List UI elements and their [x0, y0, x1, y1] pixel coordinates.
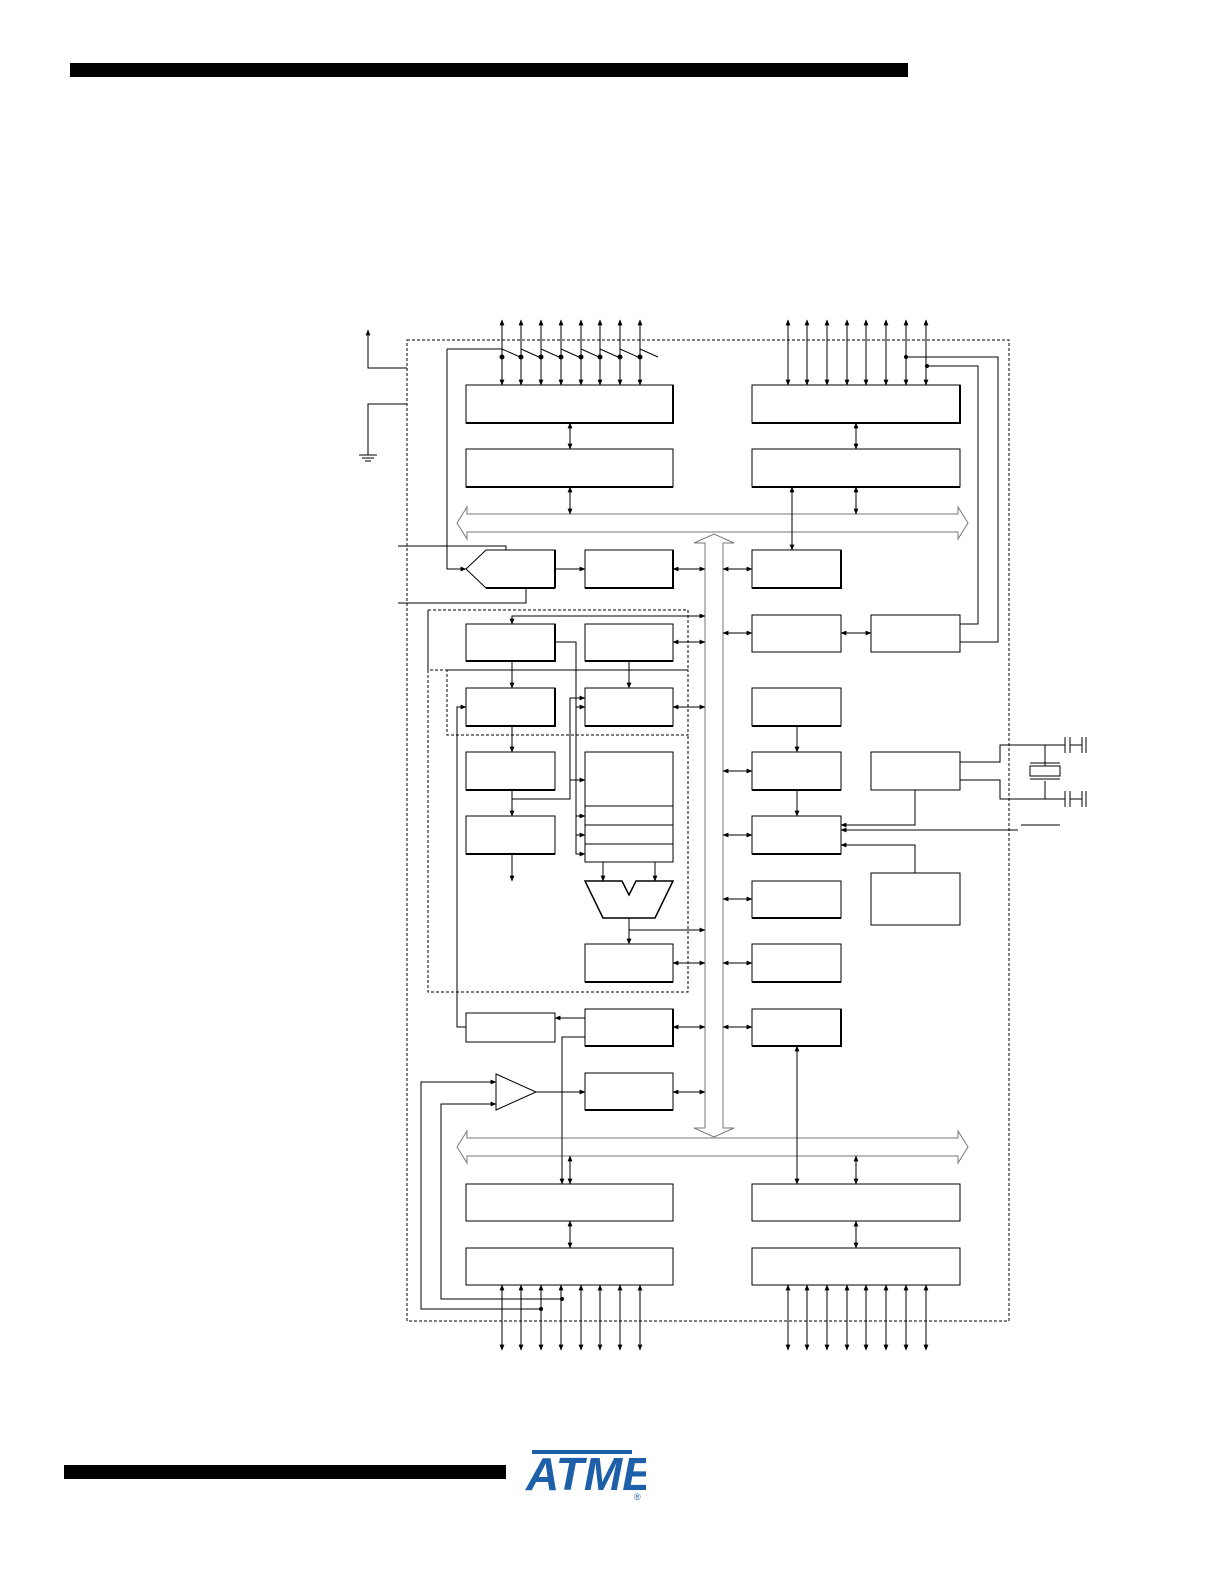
atmel-logo: ATMEL ®	[525, 1448, 646, 1502]
pin-b-switch-2	[540, 348, 560, 358]
data-buses	[456, 505, 969, 1165]
port-b-pins	[447, 319, 659, 386]
port-d-drivers-block	[751, 384, 961, 424]
pin-b-switch-1	[520, 348, 540, 358]
usart-block	[751, 549, 842, 589]
connections	[398, 349, 1087, 1310]
watchdog-oscillator-block	[751, 687, 842, 727]
register-file-block	[584, 751, 674, 863]
timer-block	[584, 549, 674, 589]
interrupt-unit-block	[751, 943, 842, 983]
port-c-pins	[785, 1284, 929, 1351]
instruction-register-block	[465, 751, 556, 791]
reset-circuit-block	[870, 872, 961, 926]
port-a-register-block	[465, 1183, 674, 1222]
program-flash-block	[465, 687, 556, 727]
timer-counter-block	[751, 880, 842, 919]
control-lines-block	[465, 1012, 556, 1043]
sram-block	[584, 687, 674, 727]
pin-b-switch-0	[501, 348, 521, 358]
pin-b-switch-7	[639, 348, 659, 358]
adc-mux-block	[465, 549, 556, 589]
analog-comparator-block	[495, 1073, 538, 1111]
adc-block	[751, 1008, 842, 1047]
port-c-drivers-block	[751, 1247, 961, 1286]
port-b-drivers-block	[465, 384, 674, 424]
vertical-data-bus	[693, 533, 735, 1138]
pin-b-switch-6	[619, 348, 639, 358]
lower-data-bus	[456, 1129, 969, 1165]
pin-b-node-7	[637, 354, 643, 360]
port-b-register-block	[465, 448, 674, 488]
pin-b-node-4	[578, 354, 584, 360]
eeprom-block	[584, 1008, 674, 1047]
bottom-rule	[64, 1465, 506, 1479]
port-a-drivers-block	[465, 1247, 674, 1286]
pin-b-switch-3	[560, 348, 580, 358]
pin-b-node-5	[597, 354, 603, 360]
pin-b-node-0	[499, 354, 505, 360]
comparator-block	[584, 1072, 674, 1111]
pin-b-node-6	[617, 354, 623, 360]
program-counter-block	[465, 623, 556, 662]
spi-block	[751, 614, 842, 653]
stack-pointer-block	[584, 623, 674, 662]
external-block	[870, 614, 961, 653]
top-rule	[70, 63, 908, 77]
logo-text: ATMEL	[525, 1448, 646, 1500]
oscillator-block	[870, 751, 961, 791]
alu-block	[583, 880, 675, 919]
pin-b-node-1	[518, 354, 524, 360]
pin-b-node-3	[558, 354, 564, 360]
pin-b-node-2	[538, 354, 544, 360]
status-register-block	[584, 943, 674, 983]
port-c-register-block	[751, 1183, 961, 1222]
instruction-decoder-block	[465, 815, 556, 855]
port-a-pins	[499, 1284, 643, 1351]
upper-data-bus	[456, 505, 969, 541]
mcu-control-block	[751, 815, 842, 855]
pin-b-switch-5	[599, 348, 619, 358]
port-d-register-block	[751, 448, 961, 488]
pin-b-switch-4	[580, 348, 600, 358]
port-d-pins	[785, 319, 929, 386]
watchdog-timer-block	[751, 751, 842, 791]
power-pins	[359, 329, 407, 462]
registered-mark: ®	[634, 1492, 641, 1502]
